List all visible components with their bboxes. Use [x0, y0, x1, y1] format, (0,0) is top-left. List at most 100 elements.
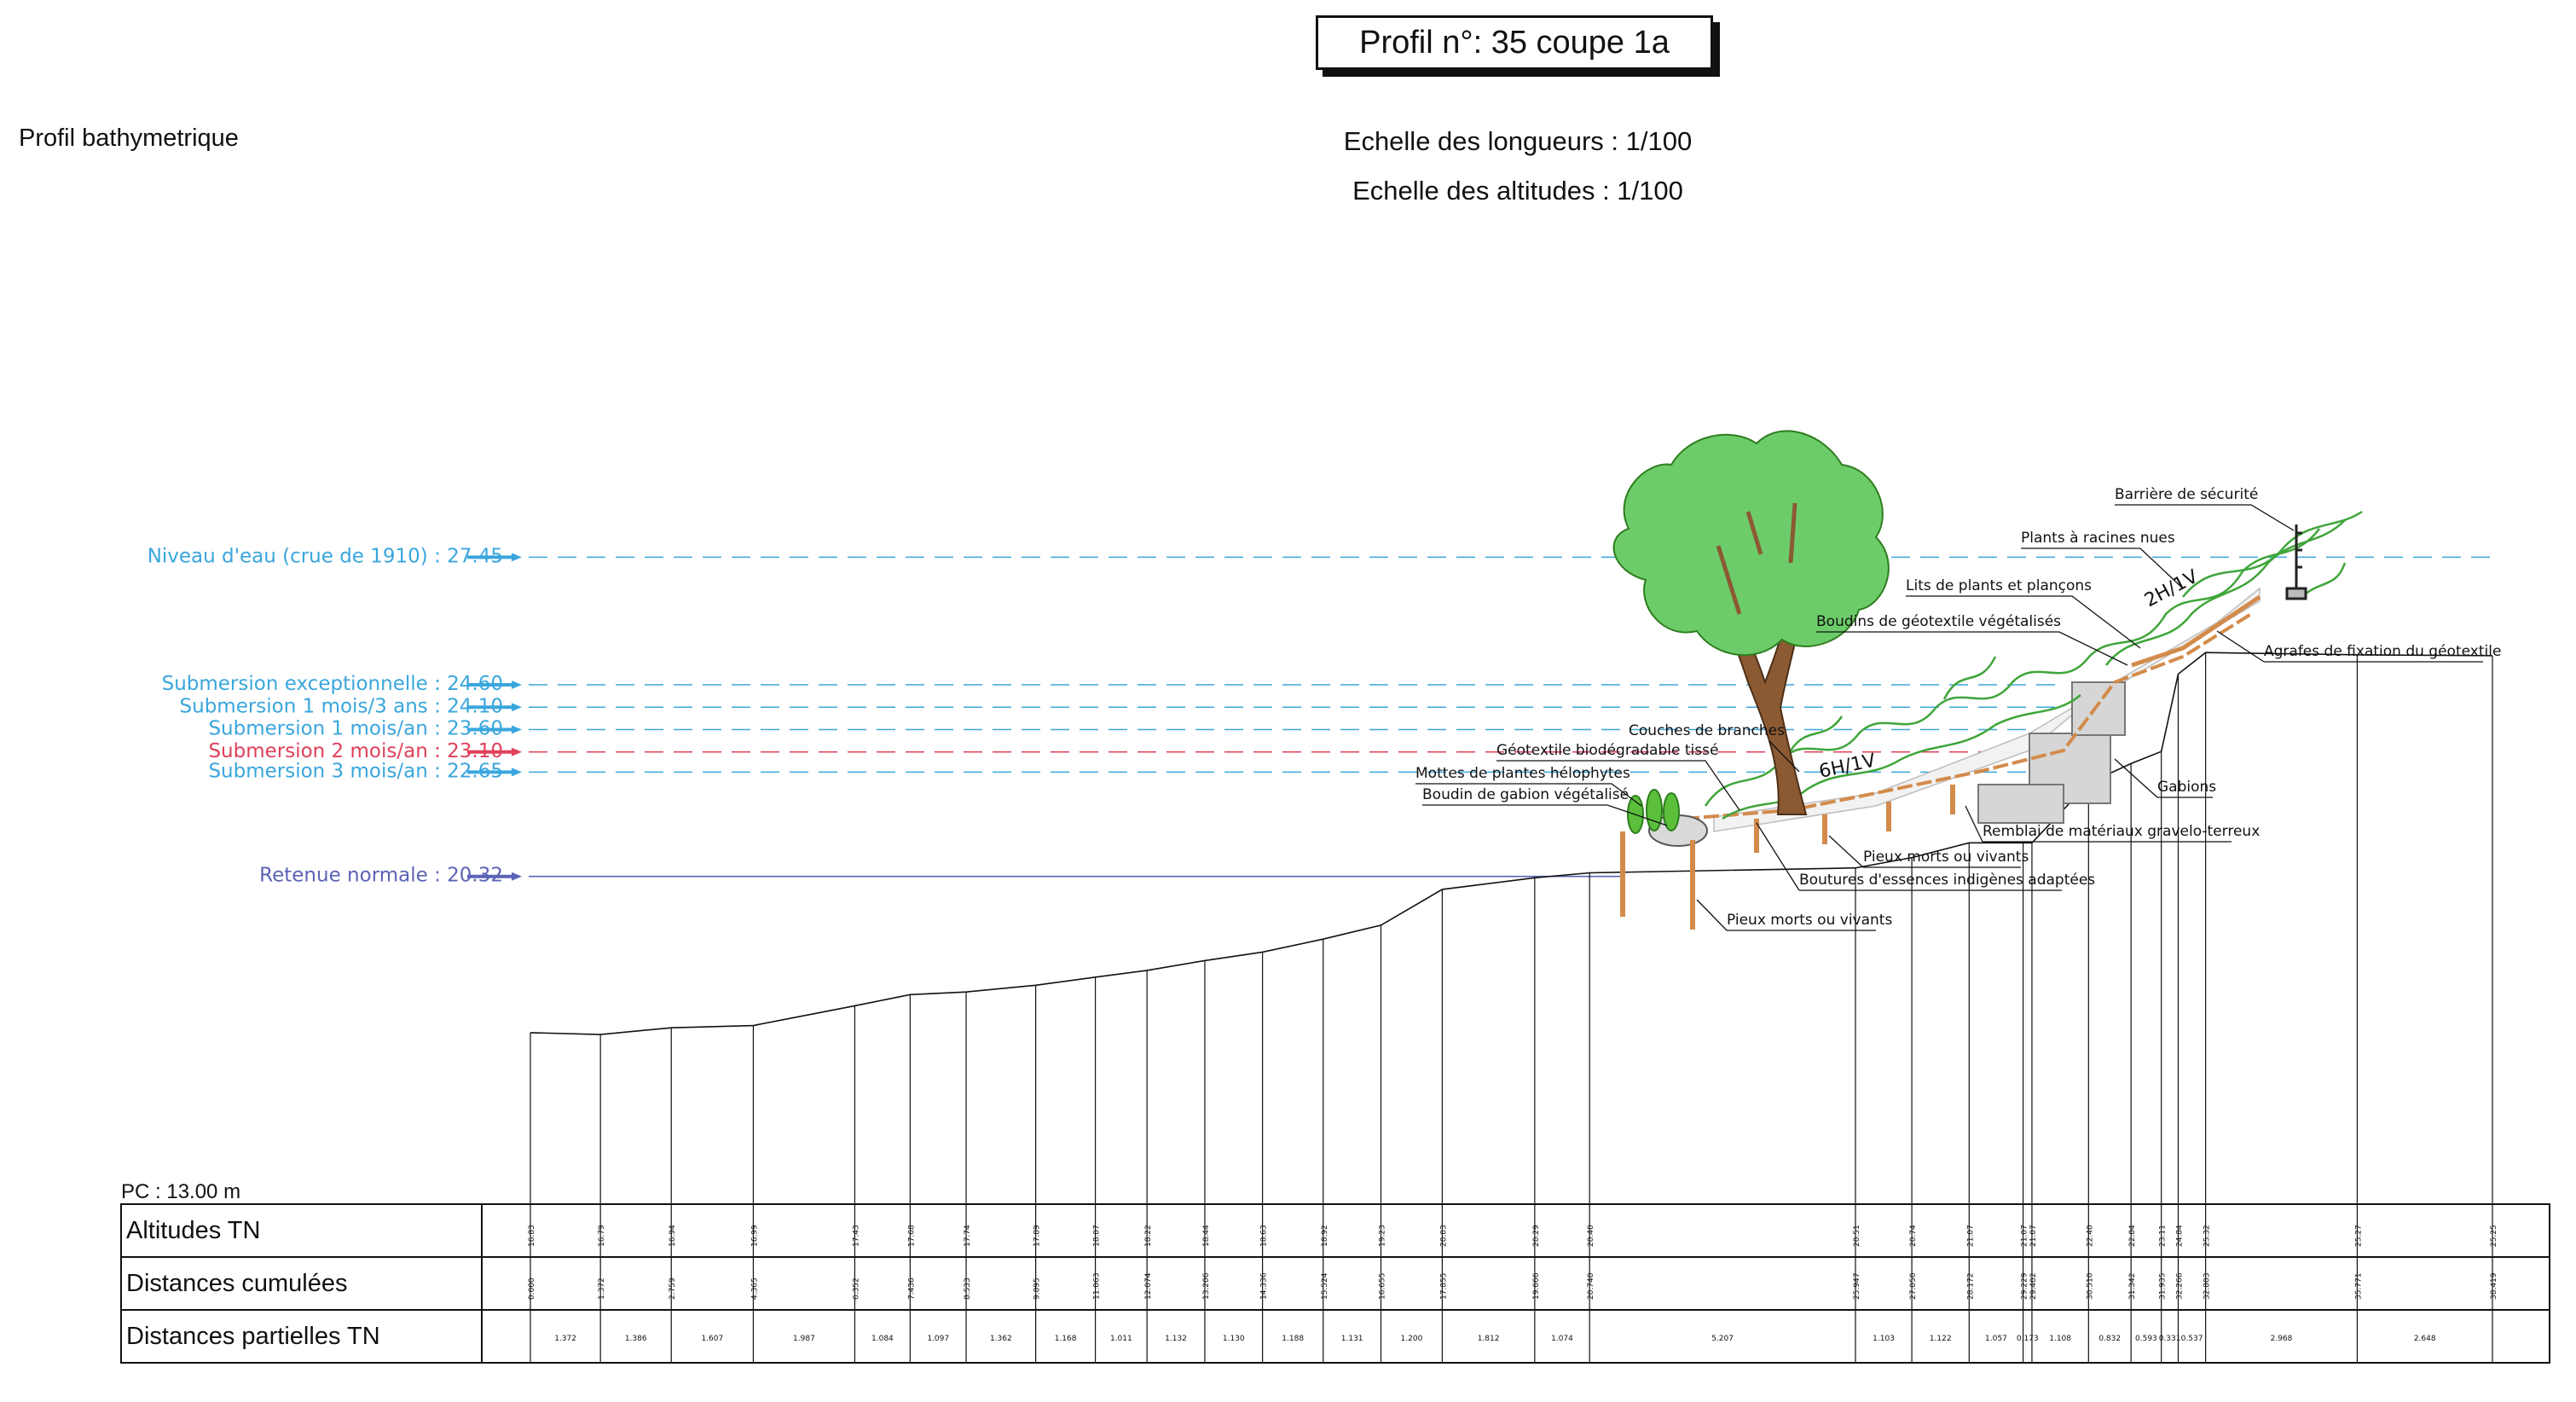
annotation-barriere: Barrière de sécurité [2115, 486, 2295, 531]
water-level-arrowhead [512, 747, 522, 756]
cumulative-value: 32.266 [2175, 1272, 2184, 1300]
altitude-value: 16.79 [598, 1225, 606, 1247]
water-level-2: Submersion 1 mois/3 ans : 24.10 [180, 695, 2064, 717]
partial-distance-value: 0.832 [2098, 1335, 2121, 1343]
annotation-plants: Plants à racines nues [2021, 530, 2184, 589]
altitude-value: 18.07 [1093, 1225, 1102, 1247]
altitude-value: 25.25 [2490, 1225, 2498, 1247]
water-level-label: Submersion 1 mois/an : 23.60 [208, 718, 503, 740]
water-level-arrowhead [512, 872, 522, 881]
partial-distance-value: 1.074 [1551, 1335, 1573, 1343]
partial-distance-value: 1.362 [990, 1335, 1012, 1343]
cumulative-value: 38.419 [2490, 1272, 2498, 1300]
cumulative-value: 28.172 [1966, 1273, 1975, 1301]
annotation-boutures: Boutures d'essences indigènes adaptées [1756, 822, 2095, 891]
altitude-value: 18.92 [1321, 1225, 1329, 1247]
partial-distance-value: 5.207 [1711, 1335, 1734, 1343]
altitude-value: 18.63 [1260, 1225, 1269, 1247]
water-level-1: Submersion exceptionnelle : 24.60 [162, 673, 2064, 695]
partial-distance-value: 1.386 [625, 1335, 647, 1343]
partial-distance-value: 0.537 [2181, 1335, 2203, 1343]
altitude-value: 20.40 [1587, 1225, 1595, 1247]
annotation-couches: Couches de branches [1629, 722, 1800, 773]
table-row-label: Distances cumulées [126, 1270, 348, 1297]
cumulative-value: 25.947 [1853, 1273, 1861, 1301]
cumulative-value: 8.533 [964, 1277, 972, 1300]
altitude-value: 21.07 [2029, 1225, 2038, 1247]
partial-distance-value: 1.812 [1478, 1335, 1500, 1343]
table-row-label: Distances partielles TN [126, 1323, 380, 1350]
geotextile-layer [2131, 594, 2261, 668]
cumulative-value: 12.074 [1144, 1272, 1153, 1300]
altitude-value: 21.07 [2021, 1225, 2029, 1247]
terrain-profile [530, 652, 2493, 1204]
water-level-arrowhead [512, 681, 522, 689]
cumulative-value: 31.935 [2159, 1273, 2168, 1301]
partial-distance-value: 1.132 [1165, 1335, 1187, 1343]
altitude-value: 16.99 [750, 1225, 759, 1247]
scale-altitudes: Echelle des altitudes : 1/100 [1352, 176, 1683, 206]
altitude-value: 16.83 [528, 1225, 536, 1247]
partial-distance-value: 1.168 [1055, 1335, 1077, 1343]
safety-barrier [2285, 524, 2307, 600]
annotation-geotextile-text: Géotextile biodégradable tissé [1496, 742, 1718, 759]
cumulative-value: 17.855 [1439, 1273, 1448, 1301]
partial-distance-value: 1.084 [871, 1335, 894, 1343]
altitude-value: 18.22 [1144, 1225, 1153, 1247]
water-level-arrowhead [512, 703, 522, 712]
altitude-value: 18.44 [1202, 1225, 1211, 1247]
annotation-plants-text: Plants à racines nues [2021, 530, 2175, 547]
annotation-boutures-text: Boutures d'essences indigènes adaptées [1799, 872, 2095, 889]
cumulative-value: 7.436 [907, 1277, 916, 1300]
cumulative-value: 31.342 [2128, 1273, 2137, 1301]
altitude-value: 20.74 [1909, 1225, 1918, 1247]
altitude-value: 22.40 [2086, 1225, 2094, 1247]
water-levels: Niveau d'eau (crue de 1910) : 27.45Subme… [148, 545, 2498, 887]
gabion-block [1977, 784, 2064, 824]
partial-distance-value: 1.131 [1341, 1335, 1363, 1343]
altitude-value: 20.51 [1853, 1225, 1861, 1247]
cumulative-value: 35.771 [2354, 1273, 2363, 1301]
annotation-boudin-gabion-text: Boudin de gabion végétalisé [1422, 786, 1629, 803]
altitude-value: 17.68 [907, 1225, 916, 1247]
table-frame [120, 1203, 2550, 1364]
annotation-gabions: Gabions [2114, 758, 2216, 798]
table-row-label: Altitudes TN [126, 1217, 260, 1244]
annotation-agrafes: Agrafes de fixation du géotextile [2216, 630, 2501, 663]
bank-structures [1620, 510, 2363, 930]
water-level-arrowhead [512, 768, 522, 777]
annotation-lits-text: Lits de plants et plançons [1906, 577, 2092, 594]
altitude-value: 19.23 [1379, 1225, 1387, 1247]
cumulative-value: 20.740 [1587, 1272, 1595, 1300]
water-level-label: Niveau d'eau (crue de 1910) : 27.45 [148, 545, 503, 567]
altitude-value: 17.74 [964, 1225, 972, 1247]
annotation-gabions-text: Gabions [2157, 779, 2216, 796]
annotation-mottes-text: Mottes de plantes hélophytes [1415, 765, 1630, 782]
stakes [1620, 785, 1955, 930]
water-level-6: Retenue normale : 20.32 [259, 865, 1620, 887]
partial-distance-value: 1.103 [1873, 1335, 1895, 1343]
partial-distance-value: 1.372 [554, 1335, 576, 1343]
partial-distance-value: 1.011 [1110, 1335, 1132, 1343]
cumulative-value: 4.365 [750, 1277, 759, 1300]
cumulative-value: 29.402 [2029, 1273, 2038, 1301]
annotation-agrafes-text: Agrafes de fixation du géotextile [2264, 643, 2501, 660]
altitude-value: 24.84 [2175, 1225, 2184, 1247]
annotation-pieux2-text: Pieux morts ou vivants [1727, 912, 1892, 929]
partial-distance-value: 2.968 [2271, 1335, 2293, 1343]
partial-distance-value: 1.987 [793, 1335, 815, 1343]
partial-distance-value: 1.130 [1223, 1335, 1245, 1343]
altitude-value: 25.32 [2203, 1225, 2212, 1247]
cumulative-value: 27.050 [1909, 1272, 1918, 1300]
annotation-pieux1: Pieux morts ou vivants [1828, 835, 2029, 868]
annotation-boudins-text: Boudins de géotextile végétalisés [1816, 613, 2061, 630]
partial-distance-value: 2.648 [2414, 1335, 2436, 1343]
profile-title: Profil n°: 35 coupe 1a [1316, 15, 1713, 70]
cumulative-value: 19.666 [1532, 1272, 1541, 1300]
water-level-0: Niveau d'eau (crue de 1910) : 27.45 [148, 545, 2498, 567]
altitude-value: 20.03 [1439, 1225, 1448, 1247]
annotation-remblai-text: Remblai de matériaux gravelo-terreux [1983, 823, 2260, 840]
annotation-lits: Lits de plants et plançons [1906, 577, 2141, 649]
